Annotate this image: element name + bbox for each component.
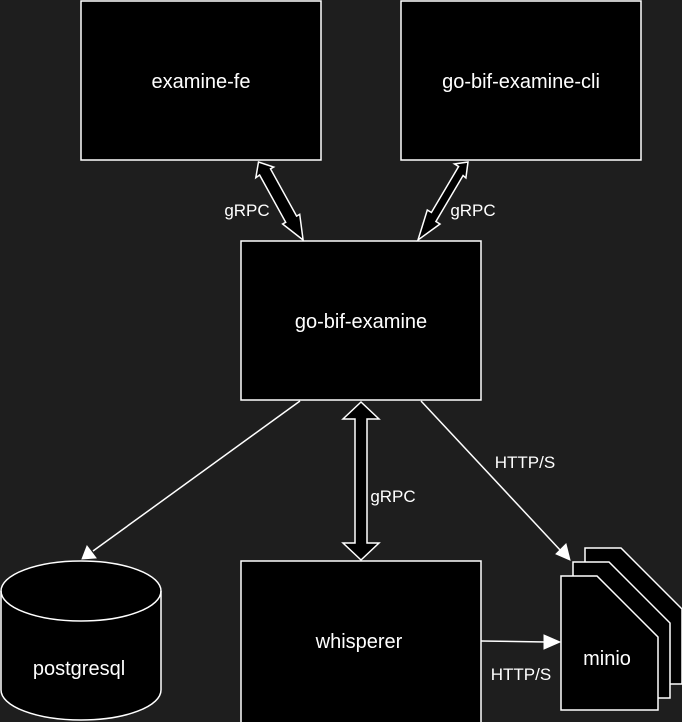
edge-cli-examine: gRPC xyxy=(416,161,496,242)
edge-examine-postgresql xyxy=(81,400,301,560)
edge-examine-minio: HTTP/S xyxy=(420,400,571,561)
node-whisperer[interactable]: whisperer xyxy=(240,560,482,722)
node-postgresql-label: postgresql xyxy=(33,658,125,680)
node-examine-fe[interactable]: examine-fe xyxy=(80,0,322,161)
edge-fe-examine-label: gRPC xyxy=(224,201,269,220)
node-minio-label: minio xyxy=(583,648,631,670)
edge-examine-minio-label: HTTP/S xyxy=(495,453,555,472)
node-whisperer-label: whisperer xyxy=(315,631,403,653)
edge-fe-examine: gRPC xyxy=(224,161,305,242)
edge-cli-examine-label: gRPC xyxy=(450,201,495,220)
node-go-bif-examine-label: go-bif-examine xyxy=(295,311,427,333)
edge-whisperer-minio-label: HTTP/S xyxy=(491,665,551,684)
edge-whisperer-minio: HTTP/S xyxy=(480,634,562,684)
node-minio[interactable]: minio xyxy=(560,547,682,711)
node-postgresql[interactable]: postgresql xyxy=(0,560,162,721)
edge-examine-whisperer: gRPC xyxy=(341,400,416,562)
node-go-bif-examine[interactable]: go-bif-examine xyxy=(240,240,482,401)
node-examine-fe-label: examine-fe xyxy=(152,71,251,93)
edge-examine-whisperer-label: gRPC xyxy=(370,487,415,506)
node-examine-cli[interactable]: go-bif-examine-cli xyxy=(400,0,642,161)
node-examine-cli-label: go-bif-examine-cli xyxy=(442,71,600,93)
